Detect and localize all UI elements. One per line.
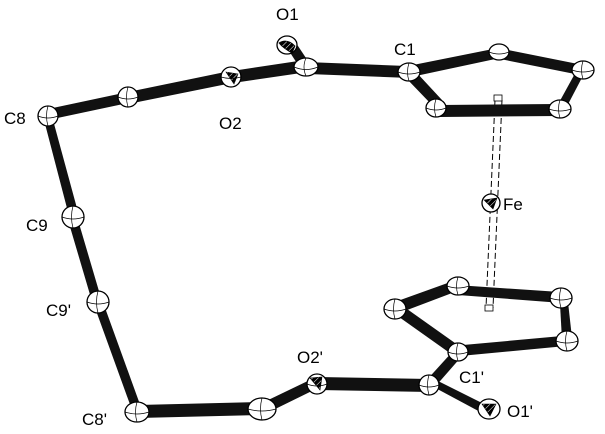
atom-labels: O1 C1 O2 C8 C9 Fe C9' O2' C1' C8' O1'	[4, 5, 533, 429]
label-o1p: O1'	[507, 402, 533, 421]
bond-c9-c9p	[68, 220, 101, 298]
atom-c2	[488, 43, 510, 61]
atom-c1	[397, 62, 421, 82]
atom-o2	[220, 66, 242, 88]
bond-c2-c3	[498, 48, 580, 75]
lower-centroid-marker	[484, 304, 494, 312]
upper-centroid-marker	[493, 94, 503, 102]
bond-c1-c2	[408, 48, 500, 77]
label-o2: O2	[219, 114, 242, 133]
bond-c-c1	[306, 62, 410, 78]
bond-c-o2p	[262, 378, 318, 414]
atom-c-carbonyl	[293, 57, 319, 77]
atom-o1	[276, 35, 298, 55]
atom-c5	[425, 98, 447, 118]
atom-c3p	[549, 287, 573, 309]
atom-c5p	[383, 298, 407, 320]
atom-c8p	[124, 401, 150, 423]
bond-c3p-c4p	[456, 285, 562, 303]
atom-c8	[37, 105, 59, 127]
atom-c3	[571, 60, 595, 80]
bond-c-o1p	[428, 378, 488, 414]
label-c8p: C8'	[82, 410, 107, 429]
bonds	[44, 37, 586, 418]
atom-c9	[61, 205, 85, 229]
label-o1: O1	[276, 5, 299, 24]
label-c8: C8	[4, 109, 26, 128]
atom-o1p	[477, 398, 501, 420]
label-fe: Fe	[503, 195, 523, 214]
bond-c8-c9	[44, 120, 78, 212]
bond-c9p-c8p	[94, 305, 142, 410]
label-o2p: O2'	[297, 348, 323, 367]
bond-c-o2	[128, 71, 232, 104]
atom-o2p	[306, 373, 328, 395]
atom-fe	[481, 193, 501, 213]
label-c9: C9	[26, 216, 48, 235]
atom-c9p	[86, 290, 110, 314]
bond-o2-c	[232, 60, 308, 83]
label-c1: C1	[394, 40, 416, 59]
atoms	[37, 35, 595, 423]
atom-c-methylene	[117, 86, 139, 108]
bond-c5p-c1p	[392, 304, 462, 356]
bond-o2p-c	[318, 377, 430, 392]
atom-c4p	[446, 276, 470, 296]
atom-c2p	[555, 330, 579, 352]
bond-c4p-c5p	[392, 280, 460, 315]
atom-c1p	[447, 342, 469, 362]
label-c9p: C9'	[46, 301, 71, 320]
bond-c4-c5	[440, 104, 560, 117]
bond-c8p-c	[138, 402, 262, 418]
atom-c4	[548, 99, 572, 119]
bond-c8-c	[48, 92, 128, 120]
atom-c-methylene-prime	[247, 397, 277, 421]
bond-c1p-c2p	[452, 336, 566, 356]
label-c1p: C1'	[459, 368, 484, 387]
atom-c-carbonyl-prime	[418, 374, 440, 396]
